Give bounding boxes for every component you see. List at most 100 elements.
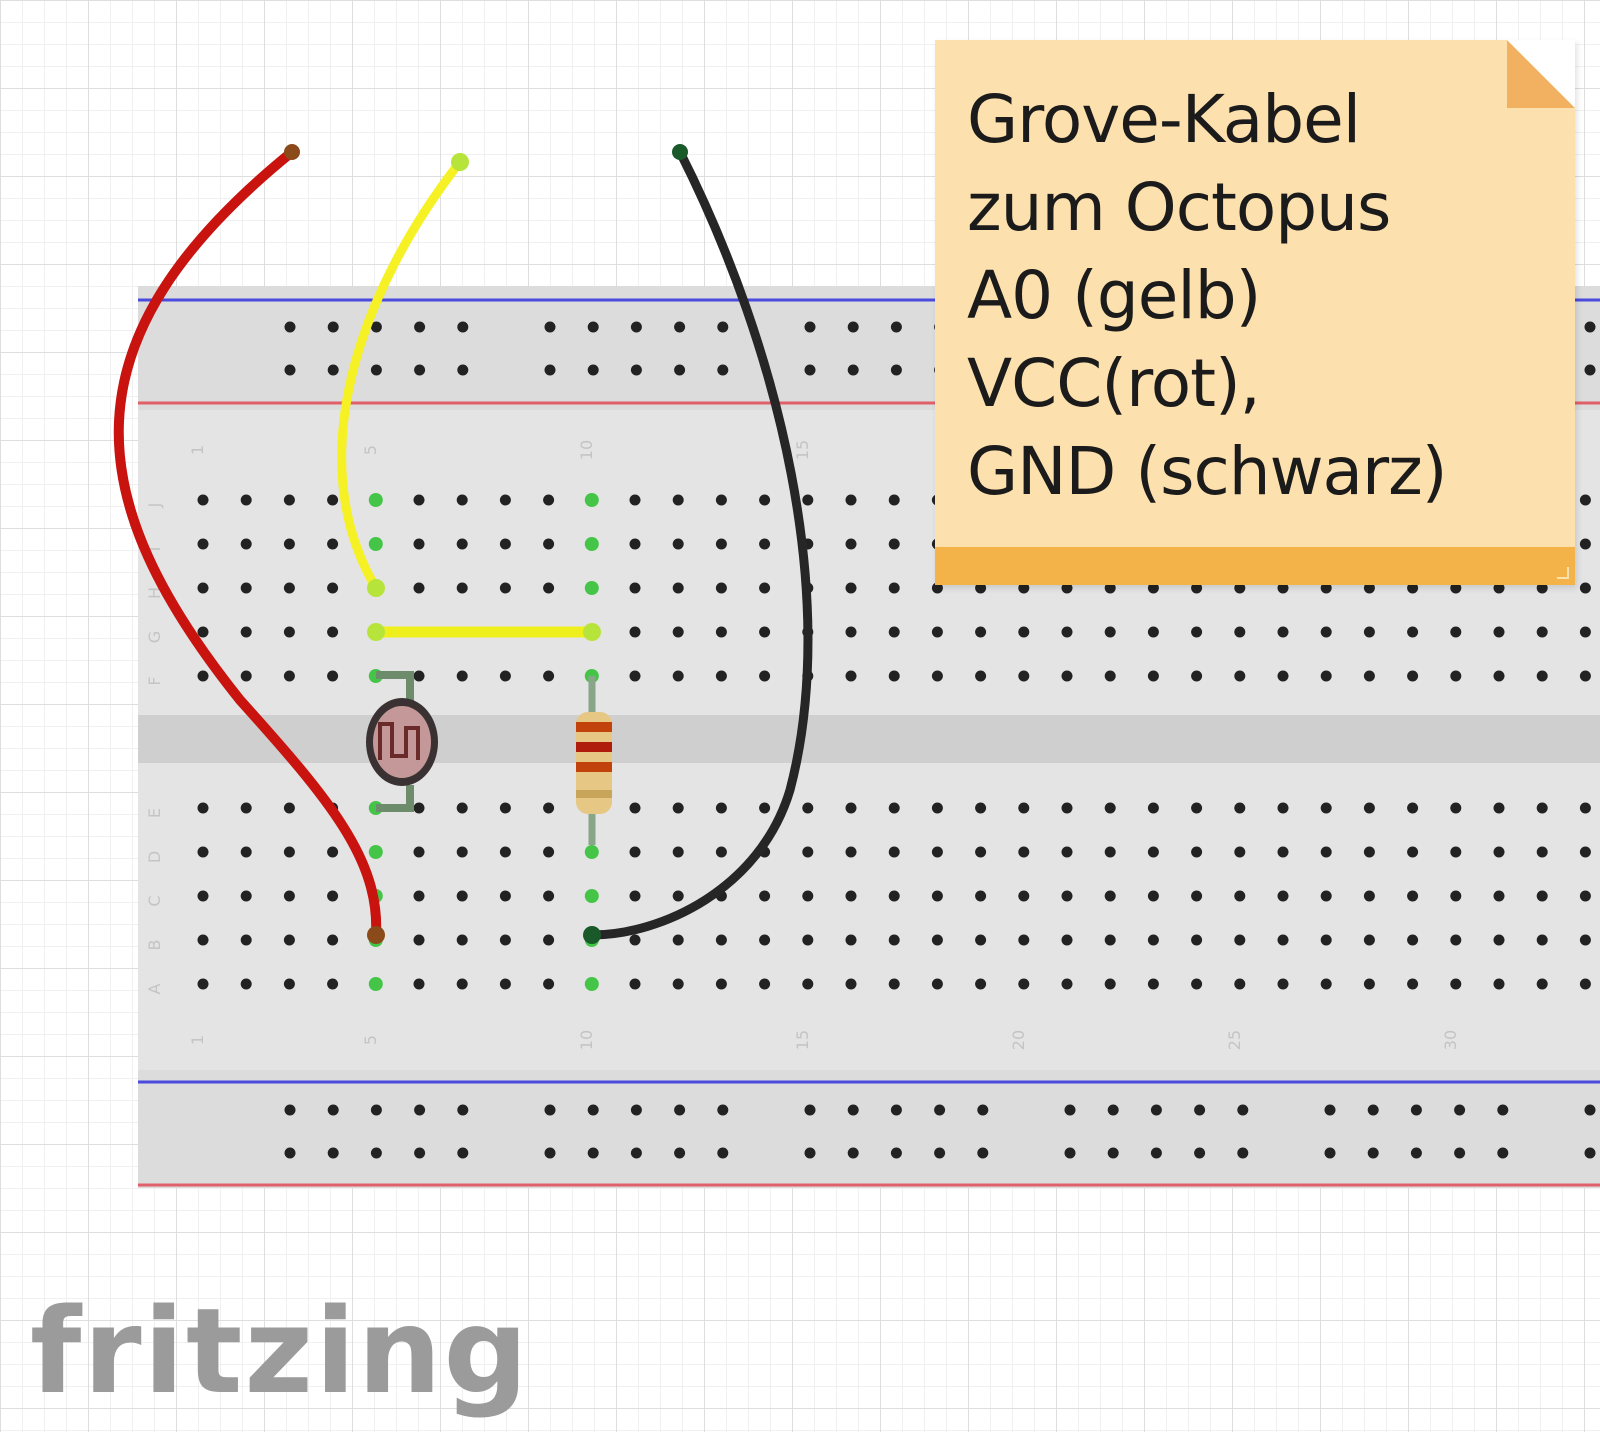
breadboard-hole[interactable] — [629, 846, 641, 858]
breadboard-hole[interactable] — [845, 934, 857, 946]
breadboard-hole[interactable] — [283, 978, 295, 990]
breadboard-hole[interactable] — [413, 670, 425, 682]
breadboard-hole[interactable] — [629, 802, 641, 814]
breadboard-hole[interactable] — [1107, 1104, 1119, 1116]
breadboard-hole[interactable] — [543, 670, 555, 682]
breadboard-hole[interactable] — [847, 1104, 859, 1116]
breadboard-hole[interactable] — [1363, 802, 1375, 814]
breadboard-hole[interactable] — [1234, 890, 1246, 902]
breadboard-hole[interactable] — [931, 582, 943, 594]
breadboard-hole[interactable] — [1018, 890, 1030, 902]
breadboard-hole[interactable] — [1104, 670, 1116, 682]
breadboard-hole[interactable] — [370, 321, 382, 333]
breadboard-hole[interactable] — [414, 364, 426, 376]
breadboard-hole[interactable] — [240, 670, 252, 682]
breadboard-hole[interactable] — [1493, 802, 1505, 814]
breadboard-hole[interactable] — [543, 846, 555, 858]
breadboard-hole[interactable] — [674, 1147, 686, 1159]
breadboard-hole[interactable] — [630, 321, 642, 333]
breadboard-hole[interactable] — [284, 321, 296, 333]
breadboard-hole[interactable] — [931, 890, 943, 902]
sticky-note[interactable]: Grove-Kabel zum Octopus A0 (gelb) VCC(ro… — [935, 40, 1575, 585]
breadboard-hole[interactable] — [629, 626, 641, 638]
breadboard-hole[interactable] — [759, 934, 771, 946]
breadboard-hole[interactable] — [890, 1104, 902, 1116]
breadboard-hole[interactable] — [715, 934, 727, 946]
breadboard-hole[interactable] — [1320, 802, 1332, 814]
breadboard-hole[interactable] — [888, 538, 900, 550]
breadboard-hole[interactable] — [197, 670, 209, 682]
breadboard-hole[interactable] — [672, 890, 684, 902]
breadboard-hole[interactable] — [283, 670, 295, 682]
breadboard-hole[interactable] — [674, 364, 686, 376]
breadboard-hole[interactable] — [283, 934, 295, 946]
breadboard-hole[interactable] — [717, 1147, 729, 1159]
breadboard-hole[interactable] — [802, 890, 814, 902]
breadboard-hole[interactable] — [888, 670, 900, 682]
breadboard-hole[interactable] — [1064, 1104, 1076, 1116]
breadboard-hole[interactable] — [499, 934, 511, 946]
breadboard-hole[interactable] — [499, 802, 511, 814]
breadboard-hole[interactable] — [1061, 846, 1073, 858]
connected-hole[interactable] — [368, 537, 383, 551]
breadboard-hole[interactable] — [1493, 890, 1505, 902]
breadboard-hole[interactable] — [499, 978, 511, 990]
breadboard-hole[interactable] — [499, 890, 511, 902]
breadboard-hole[interactable] — [544, 1104, 556, 1116]
breadboard-hole[interactable] — [240, 802, 252, 814]
breadboard-hole[interactable] — [888, 934, 900, 946]
breadboard-hole[interactable] — [1497, 1104, 1509, 1116]
breadboard-hole[interactable] — [975, 626, 987, 638]
breadboard-hole[interactable] — [327, 494, 339, 506]
breadboard-hole[interactable] — [327, 1104, 339, 1116]
breadboard-hole[interactable] — [1407, 846, 1419, 858]
breadboard-hole[interactable] — [804, 1104, 816, 1116]
breadboard-hole[interactable] — [414, 1147, 426, 1159]
breadboard-hole[interactable] — [715, 538, 727, 550]
breadboard-hole[interactable] — [327, 321, 339, 333]
breadboard-hole[interactable] — [327, 538, 339, 550]
breadboard-hole[interactable] — [888, 978, 900, 990]
breadboard-hole[interactable] — [802, 494, 814, 506]
breadboard-hole[interactable] — [847, 321, 859, 333]
breadboard-hole[interactable] — [456, 802, 468, 814]
breadboard-hole[interactable] — [1363, 934, 1375, 946]
breadboard-hole[interactable] — [1018, 846, 1030, 858]
connected-hole[interactable] — [368, 977, 383, 991]
breadboard-hole[interactable] — [975, 846, 987, 858]
breadboard-hole[interactable] — [1407, 582, 1419, 594]
breadboard-hole[interactable] — [327, 846, 339, 858]
breadboard-hole[interactable] — [672, 978, 684, 990]
breadboard-hole[interactable] — [1147, 846, 1159, 858]
breadboard-hole[interactable] — [890, 364, 902, 376]
breadboard-hole[interactable] — [975, 670, 987, 682]
breadboard-hole[interactable] — [804, 1147, 816, 1159]
breadboard-hole[interactable] — [1191, 802, 1203, 814]
breadboard-hole[interactable] — [1367, 1147, 1379, 1159]
breadboard-hole[interactable] — [1320, 978, 1332, 990]
breadboard-hole[interactable] — [1147, 890, 1159, 902]
breadboard-hole[interactable] — [1061, 802, 1073, 814]
breadboard-hole[interactable] — [715, 846, 727, 858]
breadboard-hole[interactable] — [413, 494, 425, 506]
breadboard-hole[interactable] — [1363, 890, 1375, 902]
breadboard-hole[interactable] — [283, 626, 295, 638]
breadboard-hole[interactable] — [1450, 582, 1462, 594]
breadboard-hole[interactable] — [1234, 846, 1246, 858]
breadboard-hole[interactable] — [1104, 582, 1116, 594]
breadboard-hole[interactable] — [715, 494, 727, 506]
breadboard-hole[interactable] — [629, 494, 641, 506]
breadboard-hole[interactable] — [674, 1104, 686, 1116]
breadboard-hole[interactable] — [456, 846, 468, 858]
breadboard-hole[interactable] — [934, 1147, 946, 1159]
breadboard-hole[interactable] — [1410, 1104, 1422, 1116]
breadboard-hole[interactable] — [197, 890, 209, 902]
breadboard-hole[interactable] — [1536, 846, 1548, 858]
breadboard-hole[interactable] — [672, 582, 684, 594]
breadboard-hole[interactable] — [1234, 802, 1246, 814]
breadboard-hole[interactable] — [977, 1147, 989, 1159]
breadboard-hole[interactable] — [1191, 890, 1203, 902]
breadboard-hole[interactable] — [327, 670, 339, 682]
breadboard-hole[interactable] — [802, 934, 814, 946]
breadboard-hole[interactable] — [240, 626, 252, 638]
